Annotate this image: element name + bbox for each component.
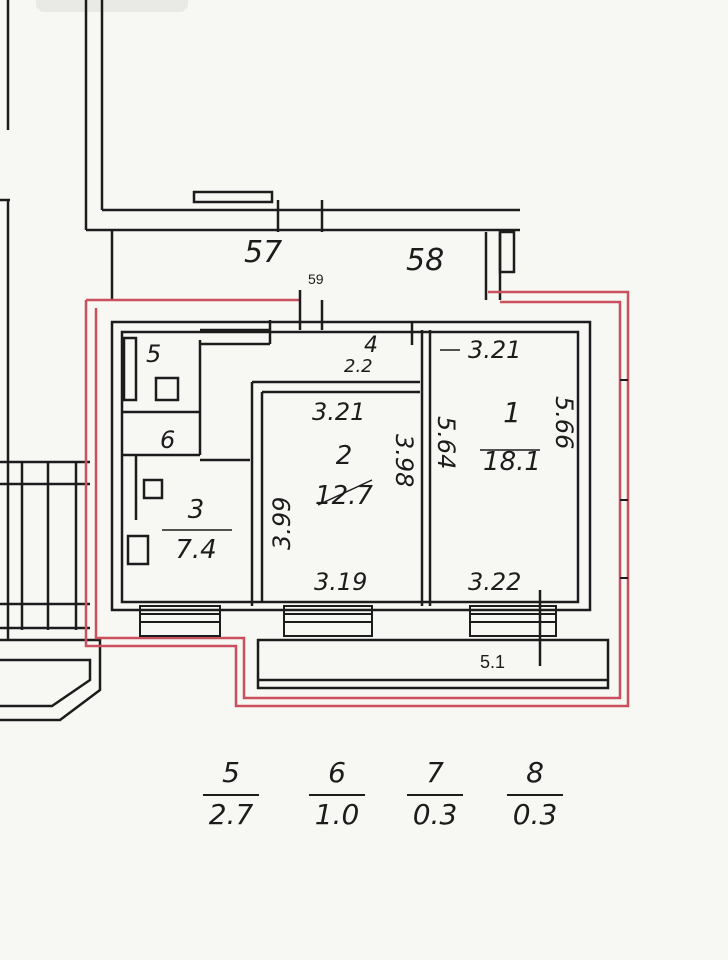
legend-val: 0.3 [512,798,558,831]
legend-val: 0.3 [412,798,458,831]
legend-bar [203,794,259,796]
legend-val: 2.7 [208,798,254,831]
dim-r2-top: 3.21 [312,398,365,426]
room-labels: 2 12.7 1 18.1 3 7.4 5 6 4 2.2 [146,333,541,565]
windows [139,379,628,637]
room-4-area: 2.2 [344,356,373,377]
dim-r1-right: 5.66 [550,396,578,449]
room-2-area: 12.7 [315,481,373,511]
room-2-number: 2 [336,441,353,471]
balcony [256,590,610,690]
legend-num: 8 [526,756,544,789]
interior-walls [110,290,592,612]
legend-num: 7 [426,756,444,789]
legend-num: 6 [328,756,346,789]
room-3-number: 3 [188,495,205,525]
neighbor-labels: 57 58 59 [244,235,444,287]
neighbor-label-58: 58 [406,243,444,278]
room-1-number: 1 [503,396,521,429]
dim-r2-left: 3.99 [268,497,296,550]
neighbor-label-59: 59 [308,271,324,287]
dimension-lines [162,349,540,531]
neighbor-label-57: 57 [244,235,282,270]
dim-balcony: 5.1 [480,652,505,672]
legend-num: 5 [222,756,240,789]
room-4-number: 4 [364,333,378,358]
room-1-area: 18.1 [483,447,541,477]
dim-r2-bottom: 3.19 [314,568,367,596]
dim-r1-left: 5.64 [432,416,460,469]
legend-bar [407,794,463,796]
legend-val: 1.0 [314,798,360,831]
legend-bar [507,794,563,796]
apartment-outline [84,290,630,708]
room-3-area: 7.4 [175,535,216,565]
room-6-number: 6 [160,426,175,454]
room-5-number: 5 [146,340,161,368]
dim-r1-bottom: 3.22 [468,568,521,596]
dim-r2-right: 3.98 [390,434,418,487]
dim-r1-top: 3.21 [468,336,521,364]
legend-bar [309,794,365,796]
neighbor-walls [0,0,520,722]
top-tab [36,0,188,12]
dimension-labels: 3.21 3.19 3.99 3.98 3.21 3.22 5.66 5.64 … [268,336,578,672]
